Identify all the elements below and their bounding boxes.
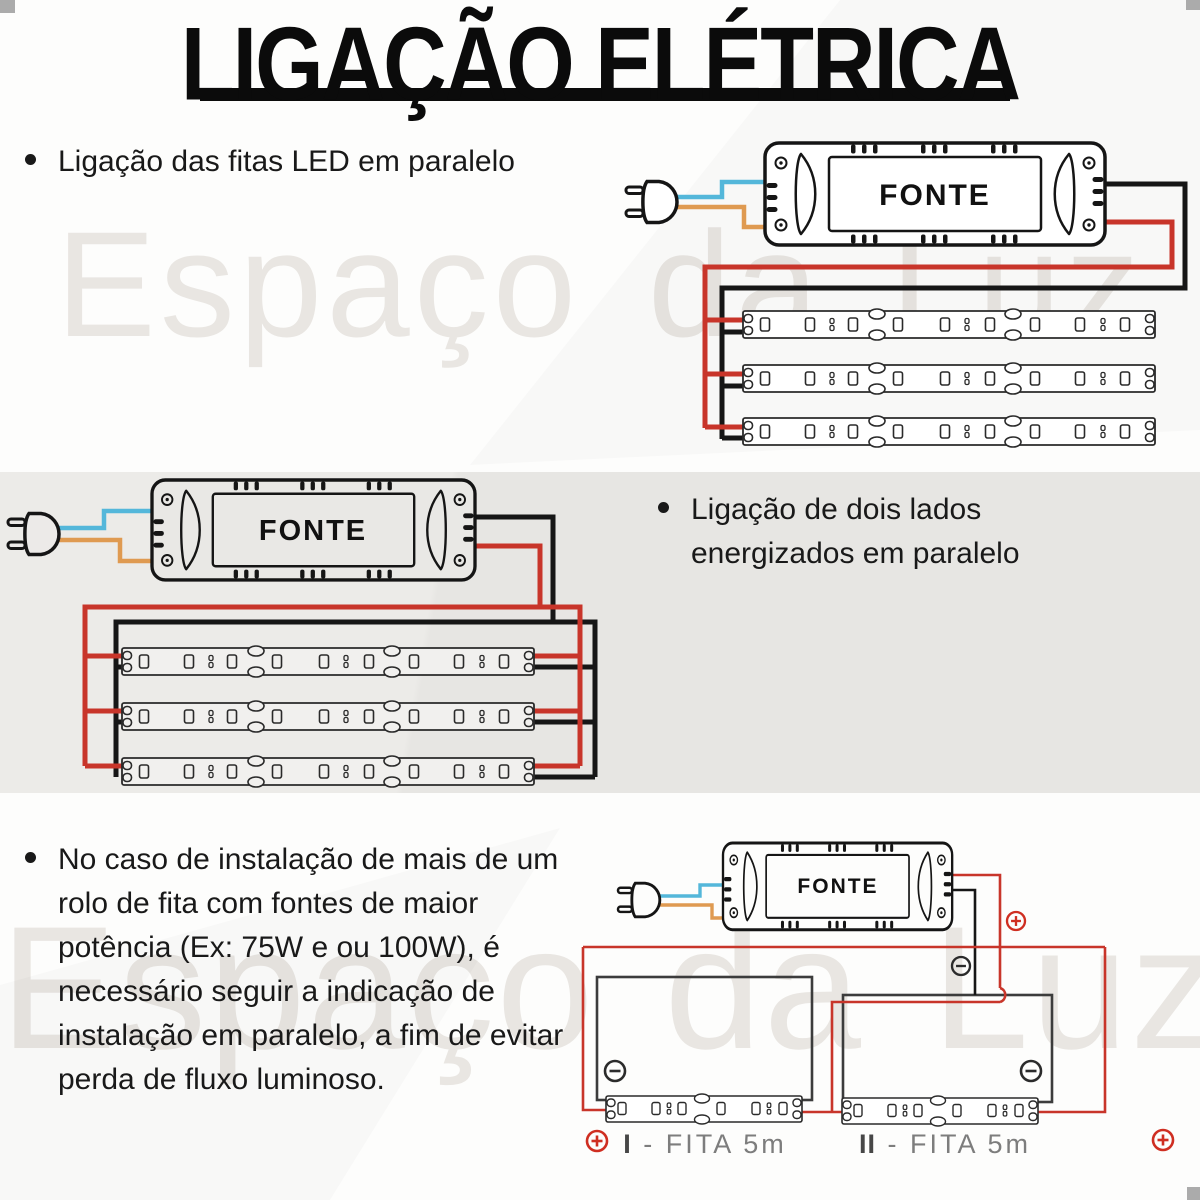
led-strip [121,755,535,788]
corner-mark [1186,0,1200,10]
bullet-text: No caso de instalação de mais de um rolo… [58,843,564,1096]
corner-mark [1187,1187,1200,1200]
led-strip [742,362,1156,395]
fita-label-1: I - FITA 5m [595,1129,815,1160]
bullet-text: Ligação de dois lados energizados em par… [691,493,1020,570]
phase-wire-blue [675,179,766,200]
plug-icon [616,881,662,919]
bullet-dot [658,502,669,513]
diagram-parallel: FONTE [624,141,1188,448]
neutral-wire-orange [660,903,725,920]
negative-wire-black [113,514,598,780]
led-strip [121,700,535,733]
plug-icon [6,511,61,557]
bullet-parallel: Ligação das fitas LED em paralelo [25,140,515,184]
phase-wire-blue [660,883,725,898]
minus-circle-icon [603,1059,627,1083]
phase-wire-blue [58,508,154,531]
title-underline [200,88,1010,101]
negative-wire-black [951,888,977,995]
bullet-dot [25,852,36,863]
fonte-label: FONTE [879,179,991,212]
led-strip [841,1095,1039,1127]
fita-numeral: II [858,1129,876,1159]
minus-circle-icon [950,955,972,977]
led-strip [605,1093,803,1125]
plus-circle-icon [1005,910,1027,932]
fonte-label: FONTE [259,515,367,547]
fita-roll-box-2 [841,993,1054,1104]
positive-wire-red [581,873,1107,1114]
led-strip [742,308,1156,341]
minus-circle-icon [1019,1059,1043,1083]
fita-label-2: II - FITA 5m [835,1129,1055,1160]
plug-icon [624,179,679,225]
bullet-multi-source: No caso de instalação de mais de um rolo… [25,838,563,1102]
positive-wire-red [702,219,1175,430]
led-strip [121,645,535,678]
fita-label-text: - FITA 5m [887,1129,1032,1159]
neutral-wire-orange [675,204,766,230]
corner-mark [0,0,15,13]
fita-label-text: - FITA 5m [643,1129,787,1159]
led-strip [742,415,1156,448]
diagram-multi-source: FONTE [581,841,1175,1153]
fonte-label: FONTE [797,875,878,898]
positive-wire-red [82,543,583,769]
fita-numeral: I [623,1129,632,1159]
fita-roll-box-1 [595,975,814,1102]
negative-wire-black [719,181,1188,441]
bullet-text: Ligação das fitas LED em paralelo [58,145,515,178]
bullet-dot [25,154,36,165]
page-title: LIGAÇÃO ELÉTRICA [180,5,1021,122]
bullet-two-sides: Ligação de dois lados energizados em par… [658,488,1020,576]
diagram-two-sides: FONTE [6,478,598,788]
plus-circle-icon [1151,1128,1175,1152]
neutral-wire-orange [58,537,154,564]
